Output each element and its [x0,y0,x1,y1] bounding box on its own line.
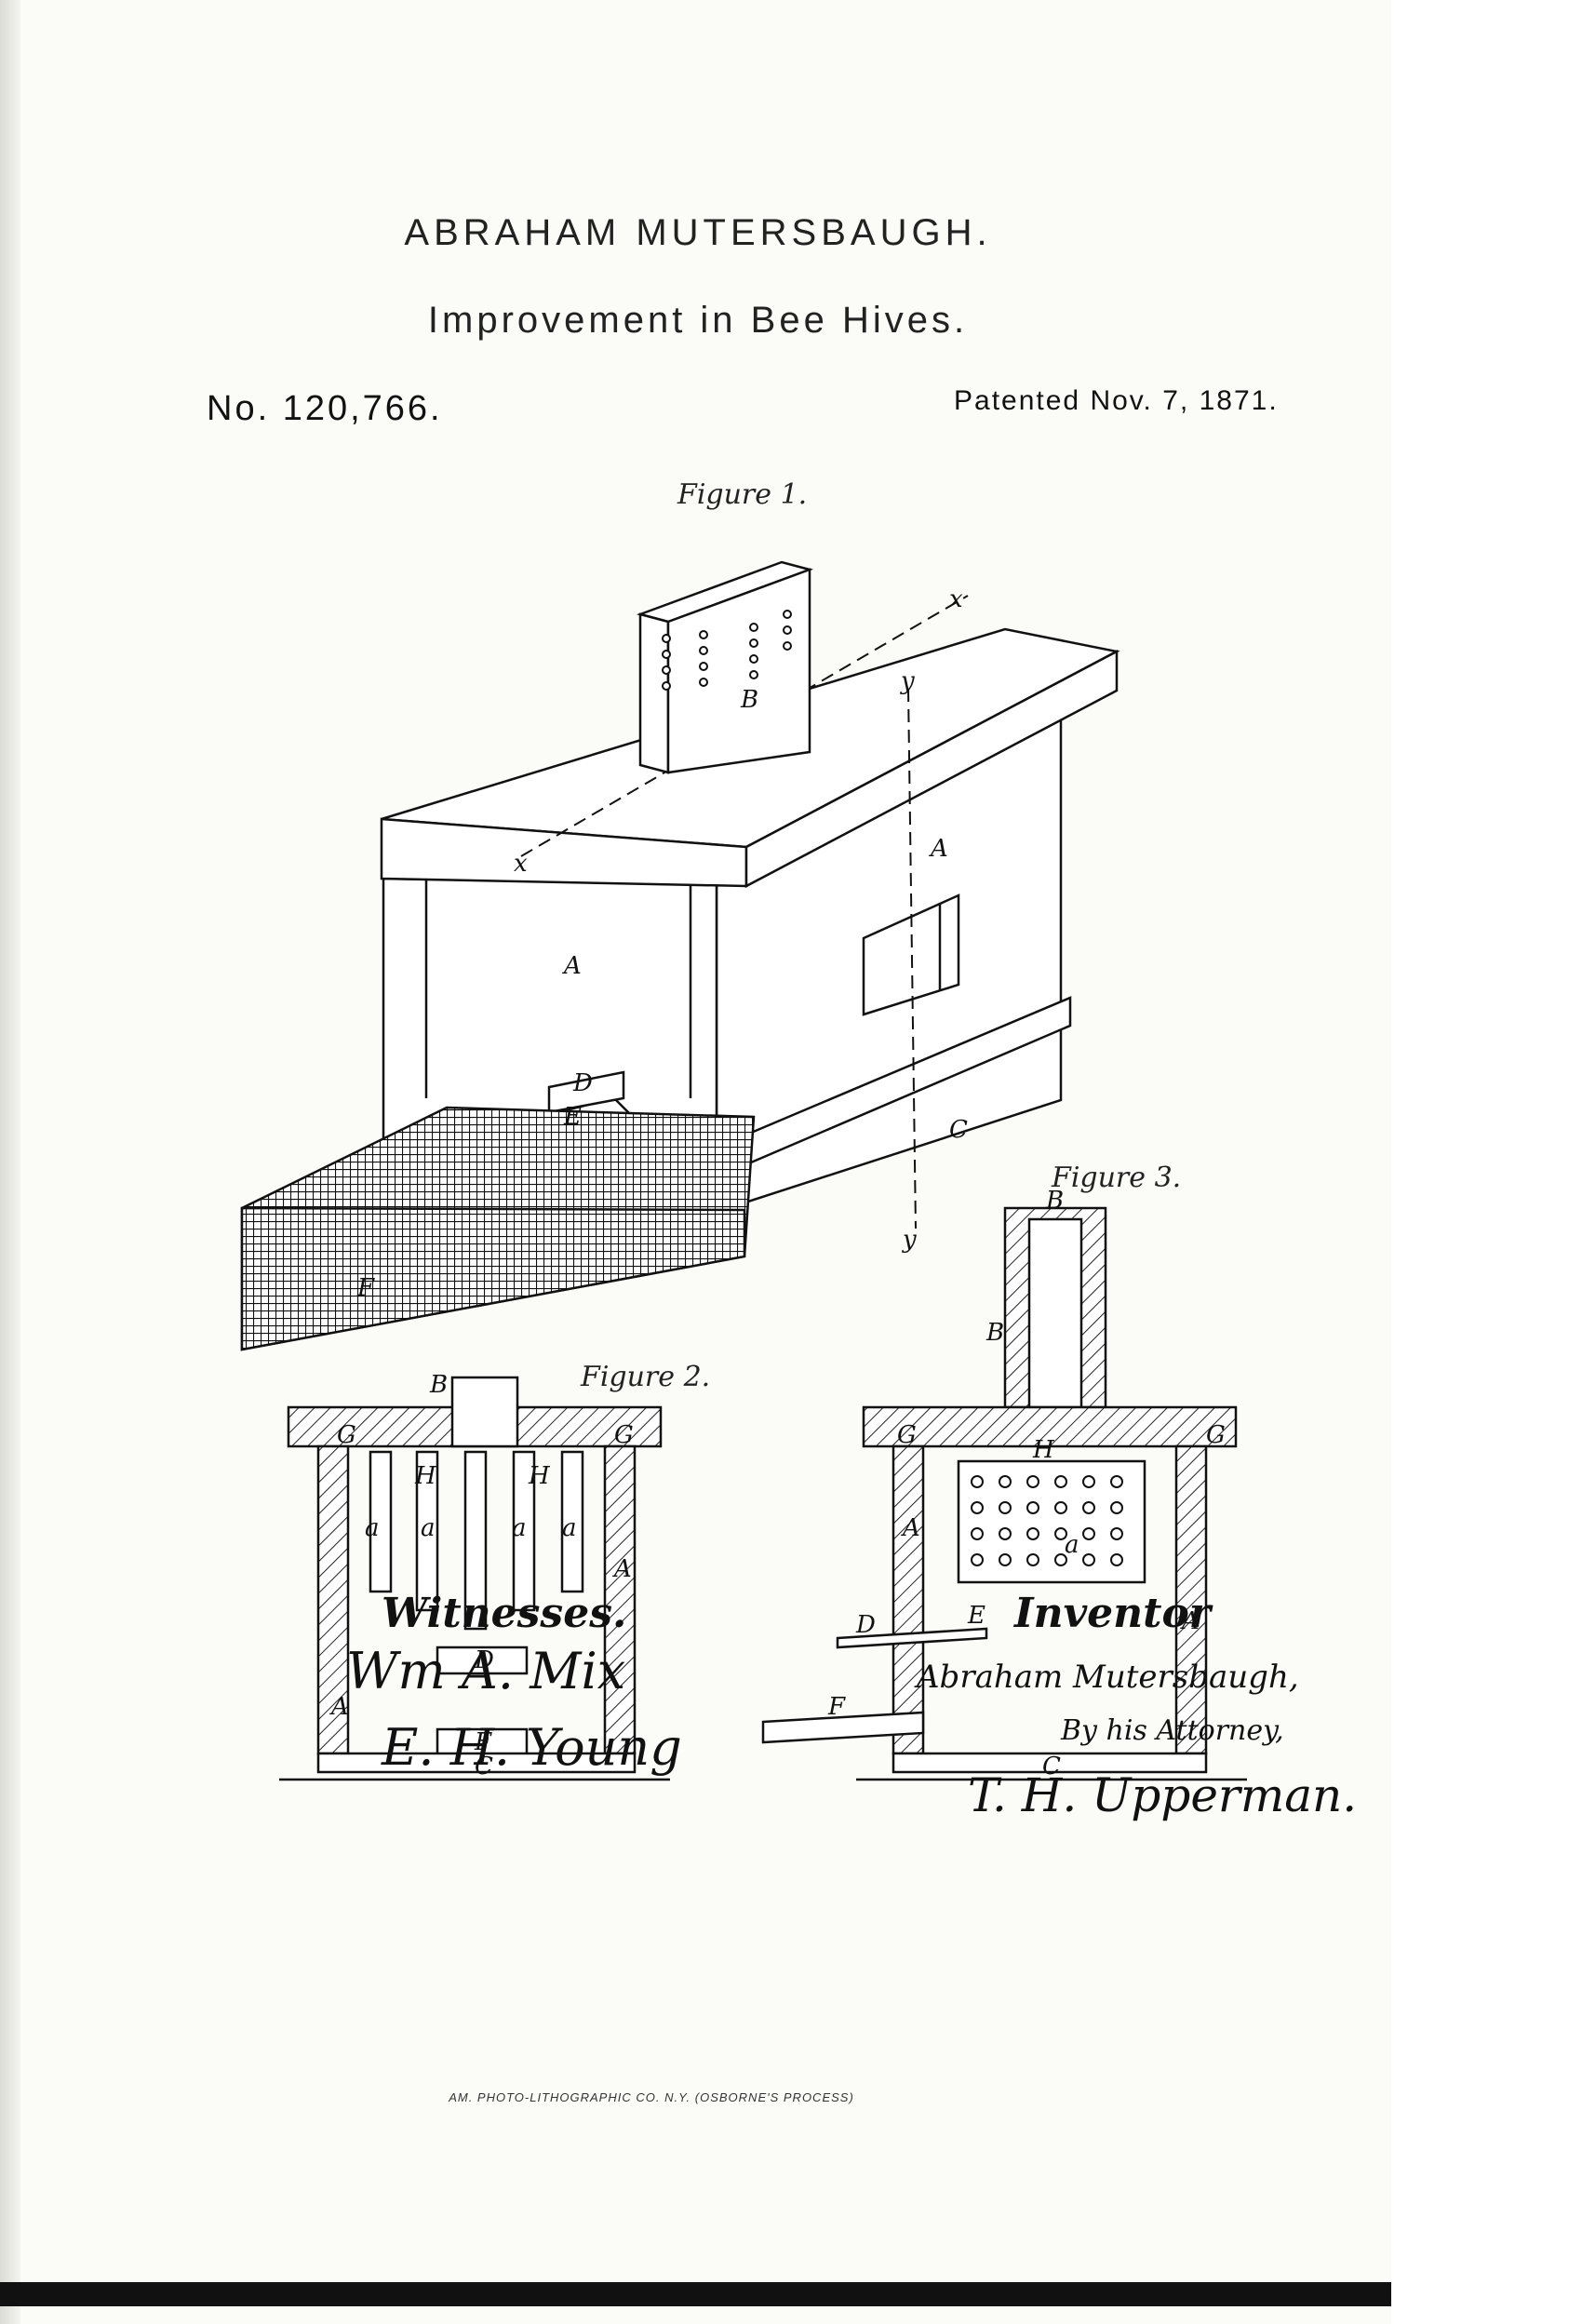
label-a-fig2-1: a [365,1514,380,1542]
label-c-fig3: C [1042,1753,1061,1780]
scan-right-margin [1391,0,1582,2324]
scan-bottom-bar [0,2282,1396,2306]
witness-signature-1: Wm A. Mix [346,1642,626,1700]
label-b-fig3-side: B [985,1319,1004,1347]
label-g-fig3-right: G [1206,1421,1226,1449]
label-h-fig2-left: H [414,1462,437,1490]
label-a-fig3-frame: a [1065,1531,1079,1559]
label-g-fig3-left: G [897,1421,917,1449]
attorney-signature: T. H. Upperman. [968,1768,1358,1822]
fig2-base [316,1752,637,1774]
label-a-fig1-side: A [929,835,948,863]
fig3-slide-d [836,1627,988,1649]
label-f-fig1: F [356,1274,375,1302]
witnesses-heading: Witnesses. [382,1590,627,1637]
fig3-top-board [862,1405,1238,1448]
label-b-fig2: B [429,1371,448,1399]
hive-roof-side [744,649,1119,889]
label-b-fig1: B [740,686,758,714]
label-d-fig3: D [855,1611,876,1639]
label-h-fig2-right: H [528,1462,551,1490]
figure-1-label: Figure 1. [677,478,808,511]
label-a-fig3-right-wall: A [1180,1607,1200,1635]
figure-3-drawing [761,1206,1247,1781]
lithographer-imprint: AM. PHOTO-LITHOGRAPHIC CO. N.Y. (OSBORNE… [449,2090,854,2104]
label-y-fig1-top: y [900,667,915,695]
label-a-fig1-front: A [562,952,582,980]
label-e-fig1: E [563,1103,582,1131]
figure-1-drawing [240,560,1120,1351]
fig2-slot-d [436,1646,529,1675]
fig3-slide-f [761,1711,925,1744]
label-g-fig2-left: G [337,1421,356,1449]
ventilator-box [666,568,811,774]
label-a-fig2-wall: A [612,1555,632,1583]
scan-left-edge [0,0,20,2324]
patent-date: Patented Nov. 7, 1871. [954,385,1279,416]
inventor-signature: Abraham Mutersbaugh, [917,1659,1299,1696]
patent-number: No. 120,766. [207,389,443,428]
label-h-fig3: H [1032,1436,1055,1464]
label-a-fig3-left-wall: A [901,1514,920,1542]
fig2-right-wall [603,1444,637,1755]
label-a-fig2-4: a [562,1514,577,1542]
label-f-fig2: F [474,1728,492,1756]
inventor-heading: Inventor [1014,1590,1211,1637]
label-y-fig1-bottom: y [902,1226,917,1254]
label-x-fig1-top: x [949,585,963,613]
label-f-fig3: F [827,1693,846,1721]
patent-title: Improvement in Bee Hives. [427,300,969,341]
fig3-base [892,1752,1208,1774]
fig3-left-wall [892,1444,925,1755]
label-c-fig1: C [949,1116,968,1144]
label-a-fig2-3: a [512,1514,527,1542]
label-g-fig2-right: G [614,1421,634,1449]
label-d-fig2: D [474,1646,494,1674]
fig2-left-wall [316,1444,350,1755]
label-a-fig2-left-wall: A [329,1693,349,1721]
figure-3-label: Figure 3. [1052,1162,1182,1194]
label-d-fig1: D [572,1069,593,1097]
fig3-frame-holes [971,1475,1123,1566]
witness-signature-2: E. H. Young [382,1718,682,1777]
fig2-comb-frames [369,1450,584,1631]
label-x-fig1-bottom: x [514,850,528,878]
label-e-fig3: E [967,1602,985,1630]
label-a-fig2-2: a [421,1514,436,1542]
attorney-text: By his Attorney, [1061,1714,1284,1747]
figure-2-drawing [279,1376,670,1781]
inventor-name: ABRAHAM MUTERSBAUGH. [404,212,992,253]
label-c-fig2: C [475,1753,493,1780]
ventilator-holes [662,610,792,691]
patent-drawings: B A A D E C F x x y y B G G H H a a a a … [240,560,1247,1781]
label-b-fig3-top: B [1045,1187,1064,1215]
figure-2-label: Figure 2. [581,1361,711,1393]
fig2-ventilator [450,1376,519,1448]
